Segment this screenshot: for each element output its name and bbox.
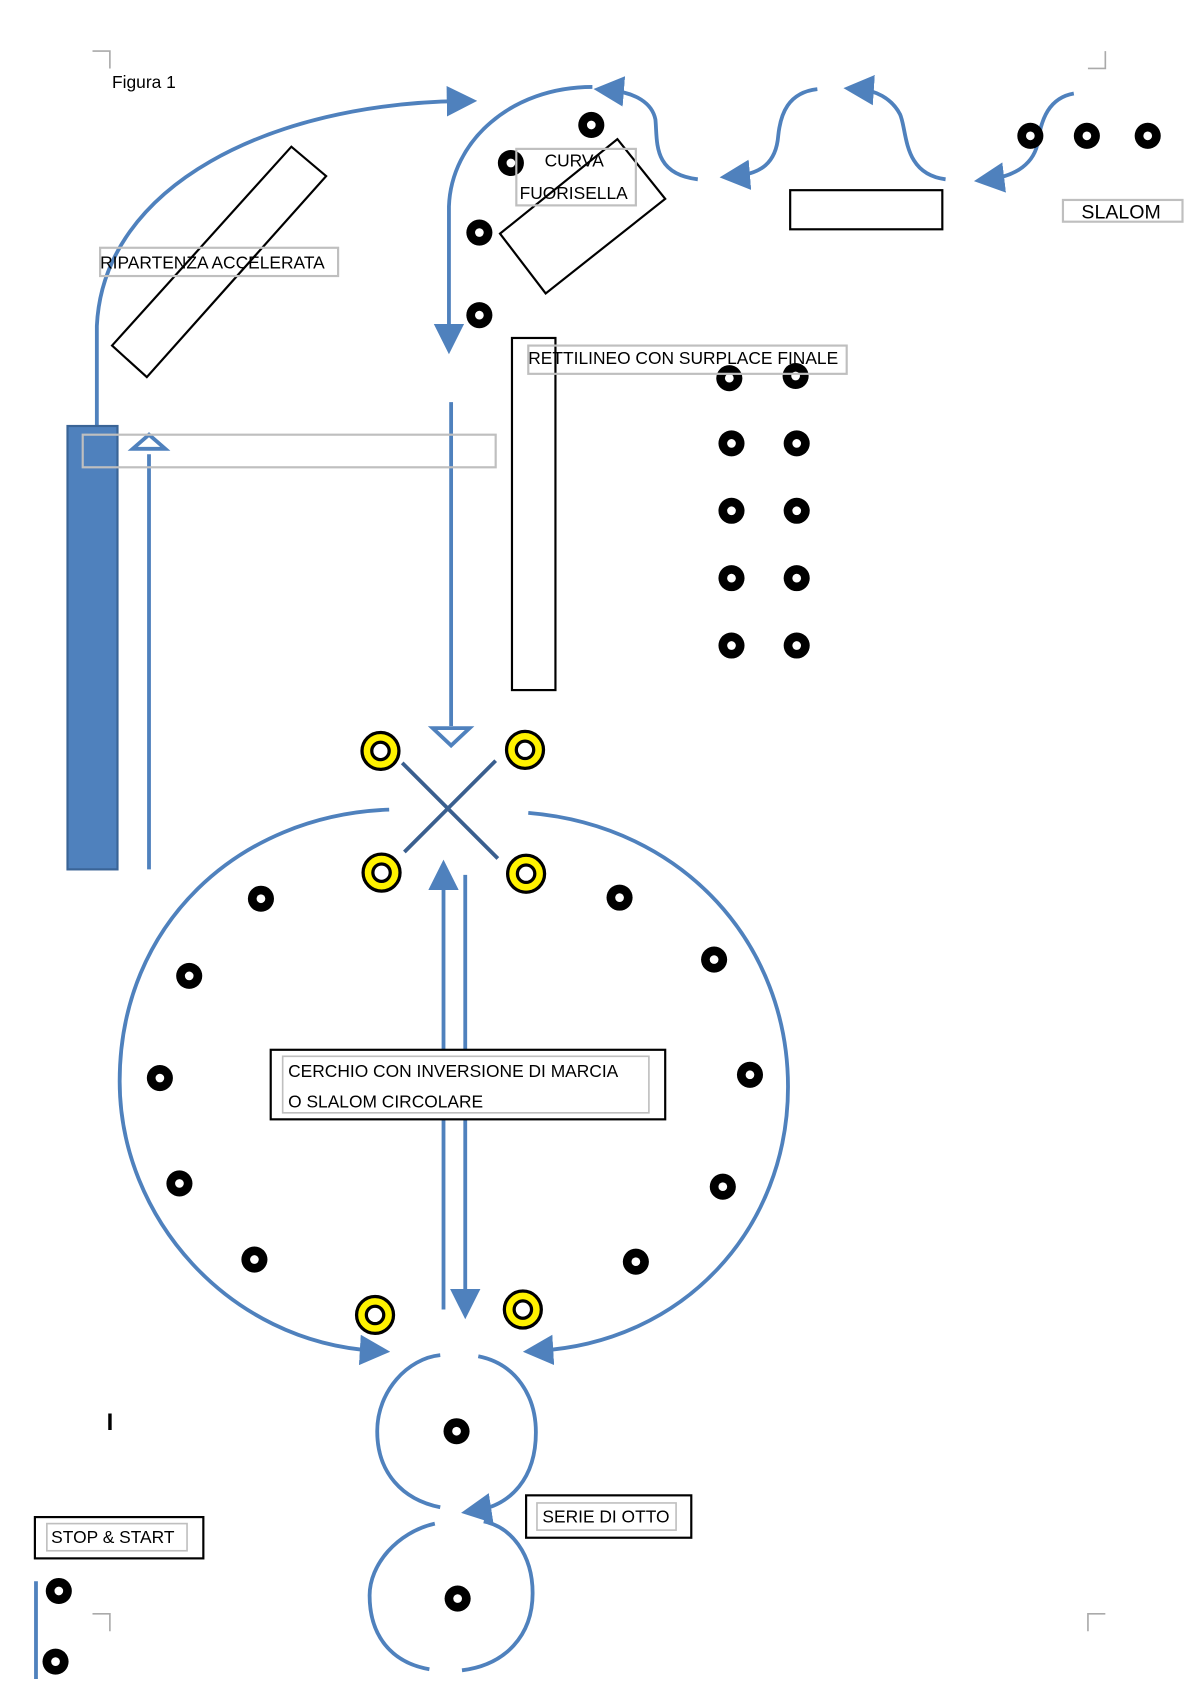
hump-curve-left <box>719 87 818 190</box>
s-curve-1 <box>593 76 699 182</box>
cone <box>701 946 728 973</box>
ripartenza-arc <box>94 86 478 426</box>
cone <box>1073 122 1100 149</box>
curva-arc <box>433 85 593 355</box>
cone <box>783 497 810 524</box>
blue-bar <box>66 424 119 871</box>
cone <box>783 430 810 457</box>
figure-label: Figura 1 <box>112 72 176 92</box>
cone <box>466 219 493 246</box>
eight-bottom <box>367 1519 535 1673</box>
cone <box>736 1061 764 1088</box>
cone <box>241 1246 268 1273</box>
eight-top <box>375 1353 538 1510</box>
ripartenza-plank <box>110 145 328 379</box>
x-cross <box>400 759 500 860</box>
label-slalom: SLALOM <box>1081 201 1160 223</box>
cone <box>466 302 493 329</box>
yellow-marker <box>354 1294 396 1336</box>
cone <box>709 1173 736 1200</box>
label-rettilineo: RETTILINEO CON SURPLACE FINALE <box>528 348 838 368</box>
label-curva-1: CURVA <box>545 150 605 170</box>
cone <box>606 884 633 911</box>
page-corner-marks <box>92 50 1107 1632</box>
cone <box>497 149 524 177</box>
down-arrow-head <box>427 726 475 749</box>
yellow-marker <box>360 730 401 772</box>
hump-plank <box>789 189 944 231</box>
yellow-marker <box>502 1289 543 1330</box>
cone <box>783 632 810 659</box>
yellow-marker <box>505 853 547 894</box>
label-boxes <box>33 147 1184 1560</box>
cone <box>1017 122 1044 149</box>
label-stop: STOP & START <box>51 1527 175 1547</box>
cone <box>444 1585 471 1612</box>
rettilineo-plank <box>510 336 557 692</box>
cone <box>1134 122 1161 149</box>
cone <box>166 1170 193 1197</box>
circle-right <box>522 810 790 1366</box>
cone <box>443 1418 470 1445</box>
yellow-marker <box>361 852 402 893</box>
cone <box>578 111 605 139</box>
label-ripartenza: RIPARTENZA ACCELERATA <box>100 252 325 272</box>
cone <box>718 565 745 592</box>
label-cerchio-1: CERCHIO CON INVERSIONE DI MARCIA <box>288 1061 619 1081</box>
cone <box>42 1648 69 1675</box>
cone <box>622 1248 649 1275</box>
hidden-label-box <box>81 433 497 469</box>
cone <box>45 1577 72 1605</box>
cones <box>42 111 1161 1675</box>
label-curva-2: FUORISELLA <box>520 183 629 203</box>
hump-curve <box>843 74 946 182</box>
up-arrow-head <box>127 432 171 451</box>
cone <box>783 565 810 592</box>
blue-paths <box>34 74 1075 1680</box>
obstacles <box>110 137 944 692</box>
cone <box>716 365 743 392</box>
cone <box>176 962 203 989</box>
cone <box>718 632 745 659</box>
circle-left <box>117 807 391 1366</box>
cone <box>718 497 745 524</box>
label-otto: SERIE DI OTTO <box>542 1507 669 1527</box>
yellow-markers <box>354 729 547 1336</box>
yellow-marker <box>504 729 546 770</box>
cone <box>718 430 745 457</box>
cone <box>146 1065 173 1092</box>
label-cerchio-2: O SLALOM CIRCOLARE <box>288 1091 483 1111</box>
text-cursor: I <box>107 1409 114 1436</box>
cone <box>247 885 274 912</box>
curva-plank <box>498 137 667 295</box>
